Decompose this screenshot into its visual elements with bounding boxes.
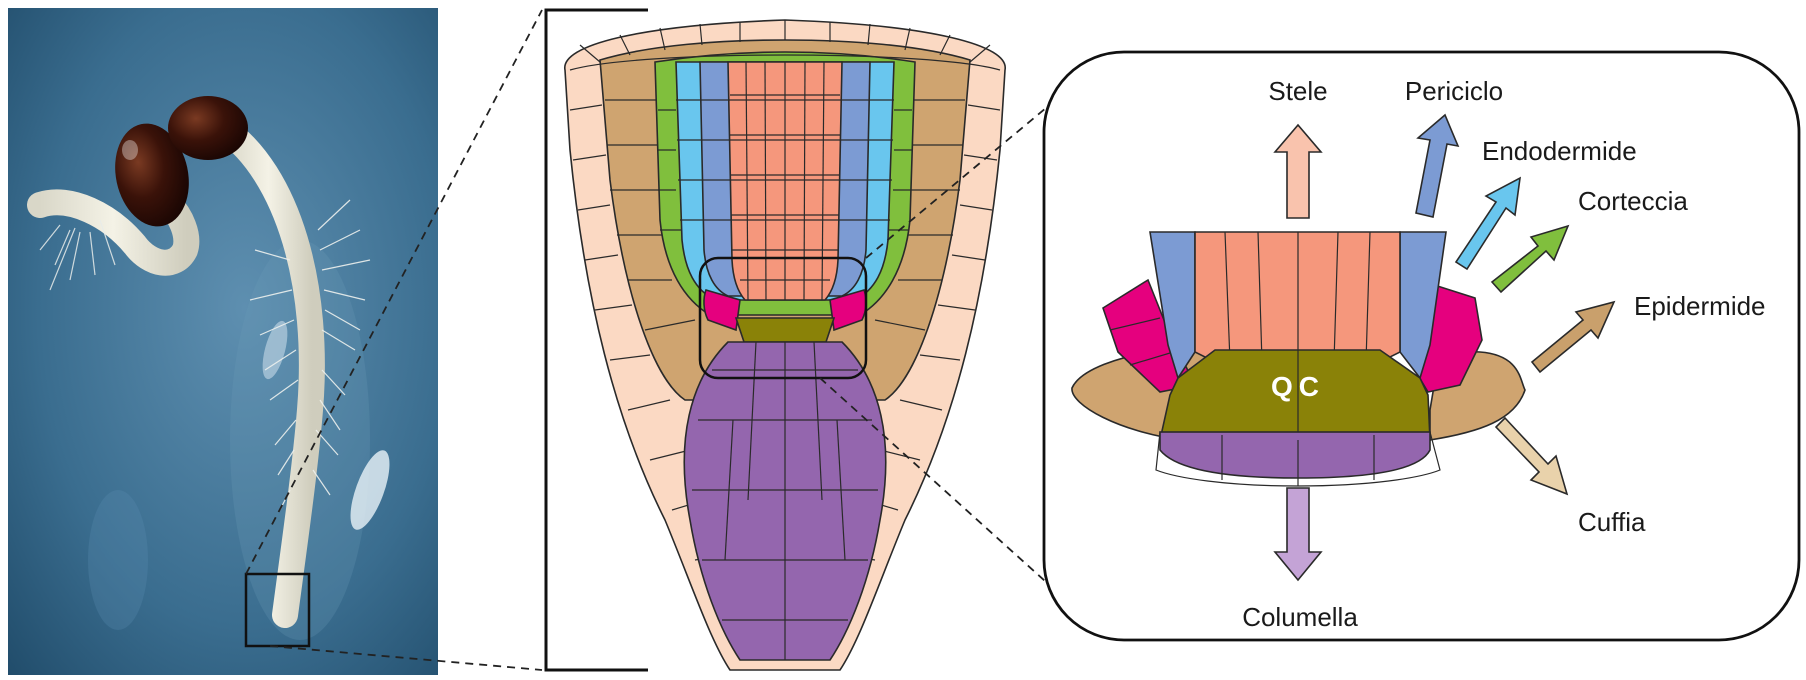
cortex-label: Corteccia: [1578, 186, 1688, 216]
photo-reflection: [88, 490, 148, 630]
seed-glare: [122, 140, 138, 160]
cap-label: Cuffia: [1578, 507, 1646, 537]
detail-panel: QC Stele Periciclo Endodermide Corteccia…: [1044, 52, 1799, 640]
qc-label: QC: [1271, 371, 1325, 402]
columella-label: Columella: [1242, 602, 1358, 632]
pericycle-label: Periciclo: [1405, 76, 1503, 106]
seedling-photo: [8, 8, 438, 675]
epidermis-label: Epidermide: [1634, 291, 1766, 321]
stele-label: Stele: [1268, 76, 1327, 106]
root-tip-diagram: [565, 20, 1005, 670]
quiescent-center-small: [736, 318, 834, 342]
seed-coat: [168, 96, 248, 160]
endodermis-label: Endodermide: [1482, 136, 1637, 166]
